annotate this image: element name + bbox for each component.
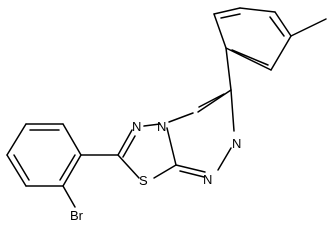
bond: [117, 129, 133, 156]
bond: [6, 123, 27, 156]
bond: [270, 35, 292, 71]
bond: [274, 11, 292, 37]
bond: [166, 127, 177, 166]
bond-inner: [59, 154, 76, 181]
bond: [168, 112, 194, 123]
bond: [179, 170, 205, 178]
atom-label-nitrogen: N: [232, 136, 241, 151]
molecule-drawing: N N N N S Br: [6, 7, 327, 223]
atom-label-nitrogen: N: [132, 119, 141, 134]
atom-label-nitrogen: N: [203, 172, 212, 187]
bond: [197, 89, 232, 113]
triazole-ring: [168, 89, 235, 178]
bond: [62, 123, 82, 156]
bond: [225, 47, 272, 71]
atom-label-nitrogen: N: [157, 119, 166, 134]
atom-label-sulfur: S: [139, 173, 148, 188]
thiadiazole-ring: [117, 123, 177, 179]
bond: [175, 164, 206, 173]
bond-inner: [220, 13, 241, 19]
bond: [230, 89, 235, 132]
bond: [213, 13, 227, 49]
bond: [6, 154, 27, 187]
bond: [62, 154, 82, 187]
tolyl-ring: [213, 7, 292, 71]
bond: [213, 7, 241, 15]
bond: [225, 47, 232, 91]
structure-diagram: N N N N S Br: [6, 7, 327, 223]
bond-inner: [269, 16, 285, 37]
bromophenyl-ring: [6, 123, 82, 187]
atom-label-bromine: Br: [70, 208, 84, 223]
bond: [153, 164, 177, 179]
bond: [122, 135, 136, 158]
bond-methyl: [290, 18, 327, 37]
bond: [239, 7, 276, 13]
bond-inner: [13, 154, 30, 181]
bond: [217, 147, 232, 171]
bond-c-br: [62, 185, 76, 208]
bond-inner: [231, 49, 269, 66]
bond: [143, 123, 161, 127]
bond: [117, 154, 140, 179]
bond: [198, 93, 225, 108]
